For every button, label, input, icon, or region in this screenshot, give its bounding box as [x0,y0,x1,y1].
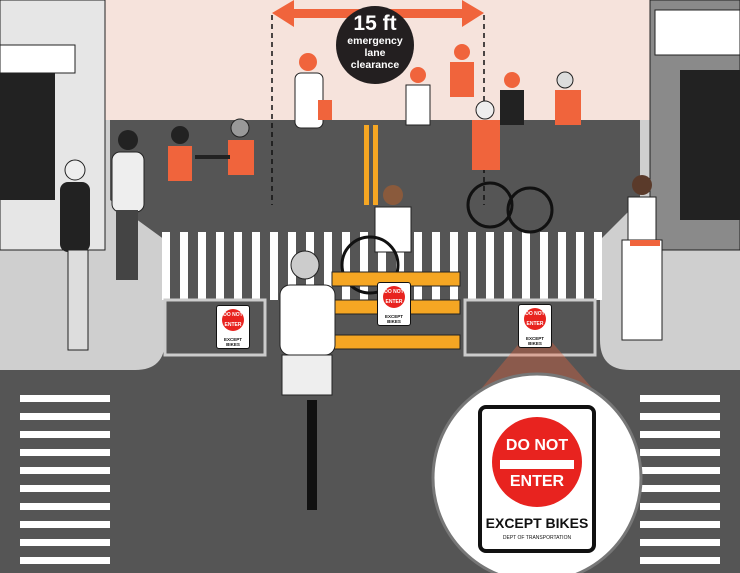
crosswalk-stripe [640,503,720,510]
crosswalk-stripe [432,232,440,300]
crosswalk-stripe [20,485,110,492]
crosswalk-stripe [504,232,512,300]
sign-red-disc: DO NOT ENTER [492,417,582,507]
sign-line-3: EXCEPT BIKES [485,515,589,531]
crosswalk-stripe [20,395,110,402]
clearance-line-1: emergency [347,35,403,47]
crosswalk-stripe [640,413,720,420]
crosswalk-stripe [324,232,332,300]
crosswalk-stripe [378,232,386,300]
crosswalk-stripe [396,232,404,300]
person-walking-left [60,159,90,351]
clearance-line-2: lane [364,47,386,59]
crosswalk-stripe [640,557,720,564]
small-sign-disc: DO NOT ENTER [524,308,546,330]
small-sign-left: DO NOT ENTER EXCEPT BIKES [216,305,250,349]
sign-line-1: DO NOT [505,437,569,454]
crosswalk-stripe [640,431,720,438]
crosswalk-stripe [414,232,422,300]
person-backpack [111,130,145,280]
sign-line-2: ENTER [509,473,565,490]
small-sign-line1: DO NOT [223,312,243,318]
person-walking-right [621,175,663,341]
crosswalk-stripe [20,467,110,474]
clearance-badge: 15 ft emergency lane clearance [336,6,414,84]
crosswalk-stripe [20,503,110,510]
crosswalk-stripe [198,232,206,300]
crosswalk-stripe [640,521,720,528]
crosswalk-stripe [234,232,242,300]
crosswalk-stripe [640,395,720,402]
crosswalk-stripe [20,557,110,564]
cafe-left [168,118,254,181]
small-sign-line3: EXCEPT BIKES [223,337,242,347]
crosswalk-stripe [486,232,494,300]
crosswalk-stripe [20,413,110,420]
crosswalk-right [640,395,720,564]
crosswalk-stripe [640,449,720,456]
sign-white-bar [500,460,574,469]
crosswalk-stripe [216,232,224,300]
crosswalk-stripe [576,232,584,300]
crosswalk-stripe [468,232,476,300]
crosswalk-stripe [20,431,110,438]
left-window [0,70,55,200]
small-sign-line1: DO NOT [525,311,545,317]
crosswalk-stripe [342,232,350,300]
crosswalk-stripe [162,232,170,300]
crosswalk-stripe [450,232,458,300]
small-sign-right: DO NOT ENTER EXCEPT BIKES [518,304,552,348]
pedestrians [60,44,663,351]
clearance-value: 15 ft [353,12,397,35]
crosswalk-stripe [640,539,720,546]
crosswalk-stripe [20,521,110,528]
crosswalk-stripe [540,232,548,300]
crosswalk-stripe [640,467,720,474]
clearance-line-3: clearance [350,59,400,71]
crosswalk-stripe [594,232,602,300]
cyclists-back [405,44,474,126]
left-awning [0,44,76,74]
small-sign-disc: DO NOT ENTER [222,309,244,331]
cafe-right [500,71,581,125]
crosswalk-stripe [558,232,566,300]
right-door [680,70,740,220]
small-sign-line3: EXCEPT BIKES [384,314,403,324]
cyclist-front [279,250,336,510]
small-sign-line2: ENTER [526,321,544,327]
small-sign-disc: DO NOT ENTER [383,286,405,308]
small-sign-center: DO NOT ENTER EXCEPT BIKES [377,282,411,326]
small-sign-line2: ENTER [385,299,403,305]
crosswalk-stripe [252,232,260,300]
wheelchair-user [340,185,412,295]
small-sign-line1: DO NOT [384,289,404,295]
crosswalk-stripe [20,449,110,456]
crosswalk-stripe [180,232,188,300]
child-cyclist [466,100,554,234]
crosswalk-stripe [360,232,368,300]
sign-footer: DEPT OF TRANSPORTATION [502,535,572,541]
person-walking-center [294,53,332,129]
small-sign-line3: EXCEPT BIKES [525,336,544,346]
crosswalk-stripe [522,232,530,300]
small-sign-line2: ENTER [224,322,242,328]
right-awning [654,9,740,56]
crosswalk-stripe [270,232,278,300]
crosswalk-stripe [20,539,110,546]
do-not-enter-sign-magnified: DO NOT ENTER EXCEPT BIKES DEPT OF TRANSP… [478,405,596,553]
center-line [364,125,378,205]
crosswalk-left [20,395,110,564]
crosswalk-stripe [640,485,720,492]
